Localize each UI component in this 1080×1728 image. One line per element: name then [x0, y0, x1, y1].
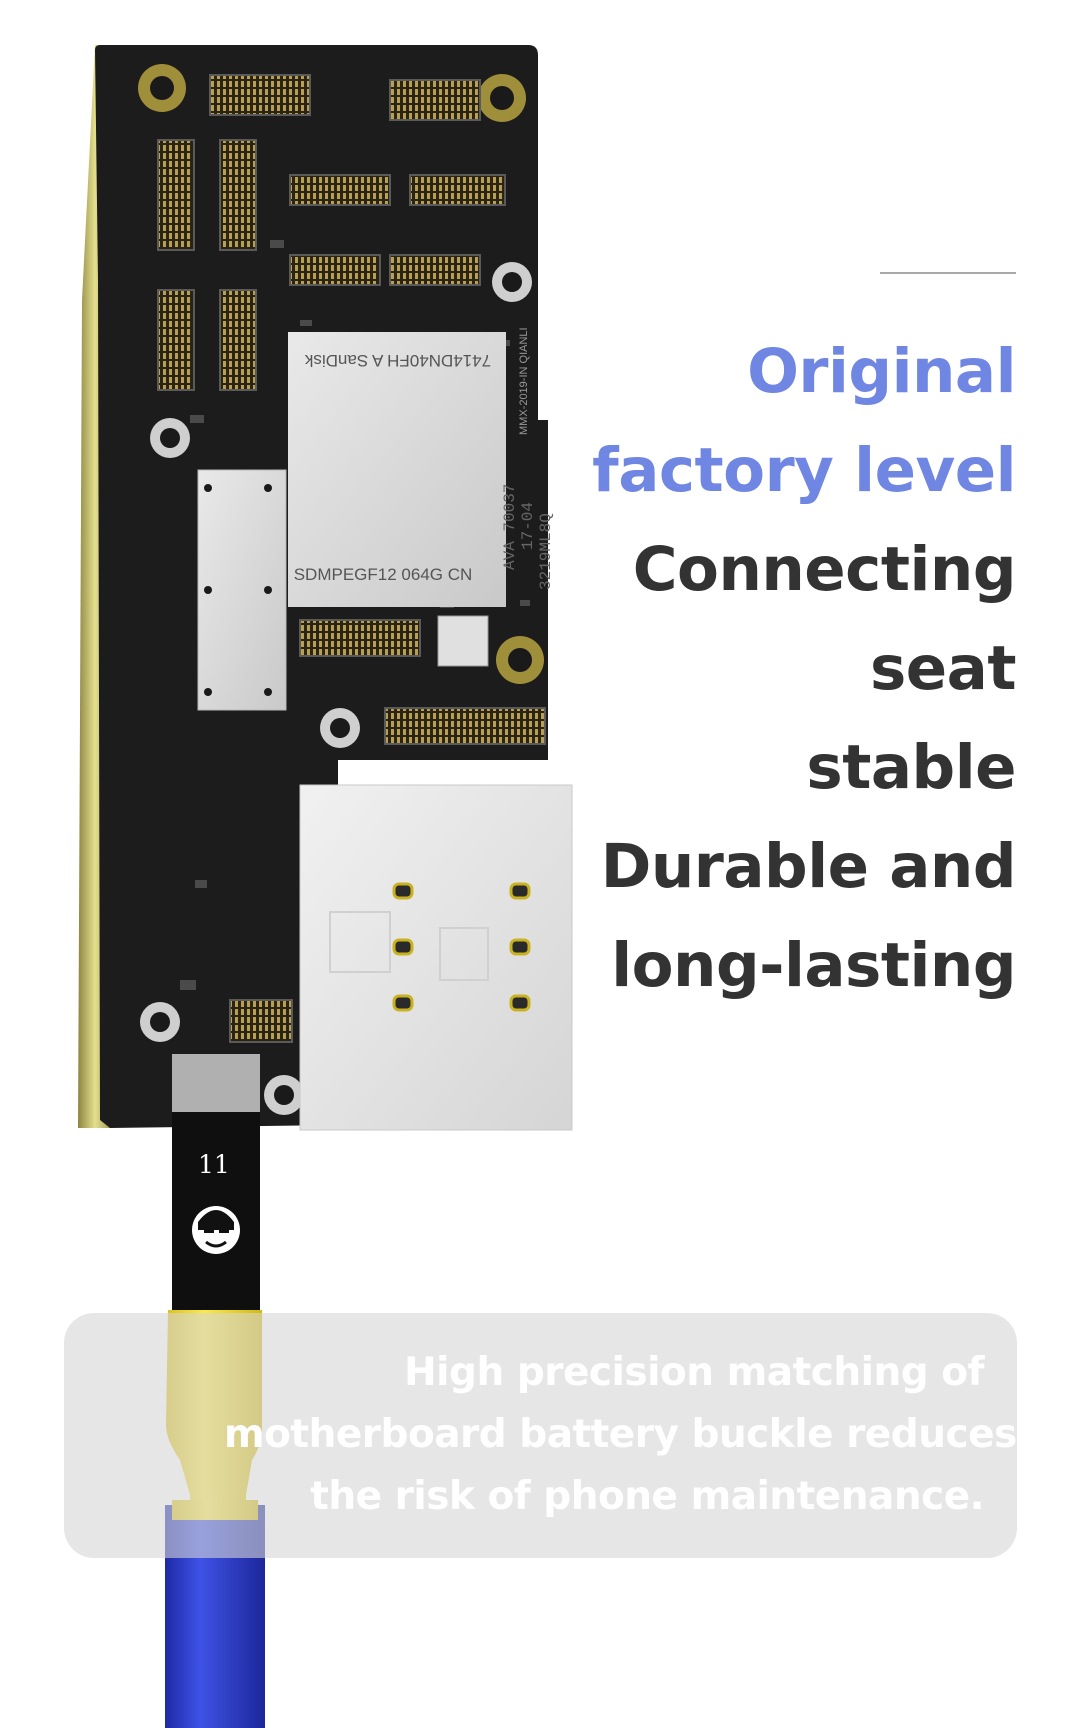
headline-line-5: stable — [806, 732, 1016, 803]
sim-contacts — [392, 882, 531, 1012]
headline-line-7: long-lasting — [611, 930, 1016, 1001]
headline-line-4: seat — [869, 633, 1017, 704]
chip-side-text-2: 17-04 — [519, 502, 537, 550]
cable-label: 11 — [198, 1150, 230, 1179]
board-silk-text: MMX-2019-IN QIANLI — [518, 327, 530, 435]
caption-text: High precision matching of motherboard b… — [224, 1342, 1017, 1528]
screw-holes — [138, 64, 544, 1115]
divider-line — [880, 272, 1016, 274]
headline: Original factory level Connecting seat s… — [536, 322, 1016, 1015]
caption-line-2: motherboard battery buckle reduces — [224, 1412, 1017, 1457]
sim-tray — [299, 784, 573, 1131]
flex-connector — [172, 1054, 260, 1112]
headline-accent-line-1: Original — [747, 336, 1016, 407]
headline-line-6: Durable and — [600, 831, 1017, 902]
headline-accent-line-2: factory level — [592, 435, 1016, 506]
headline-line-3: Connecting — [632, 534, 1017, 605]
caption-panel — [64, 1313, 1017, 1558]
mascot-head-icon — [192, 1206, 240, 1254]
caption-line-1: High precision matching of — [404, 1350, 984, 1395]
chip-text-bottom: SDMPEGF12 064G CN — [294, 565, 473, 584]
caption-line-3: the risk of phone maintenance. — [310, 1474, 984, 1519]
chip-text-top: 7414DN40FH A SanDisk — [304, 351, 491, 370]
chip-side-text-3: 3219ML8Q — [537, 513, 555, 590]
small-chip — [437, 615, 489, 667]
memory-chip — [288, 332, 506, 607]
board-connectors — [157, 74, 546, 1043]
chip-side-text-1: AVA 70037 — [501, 484, 519, 570]
